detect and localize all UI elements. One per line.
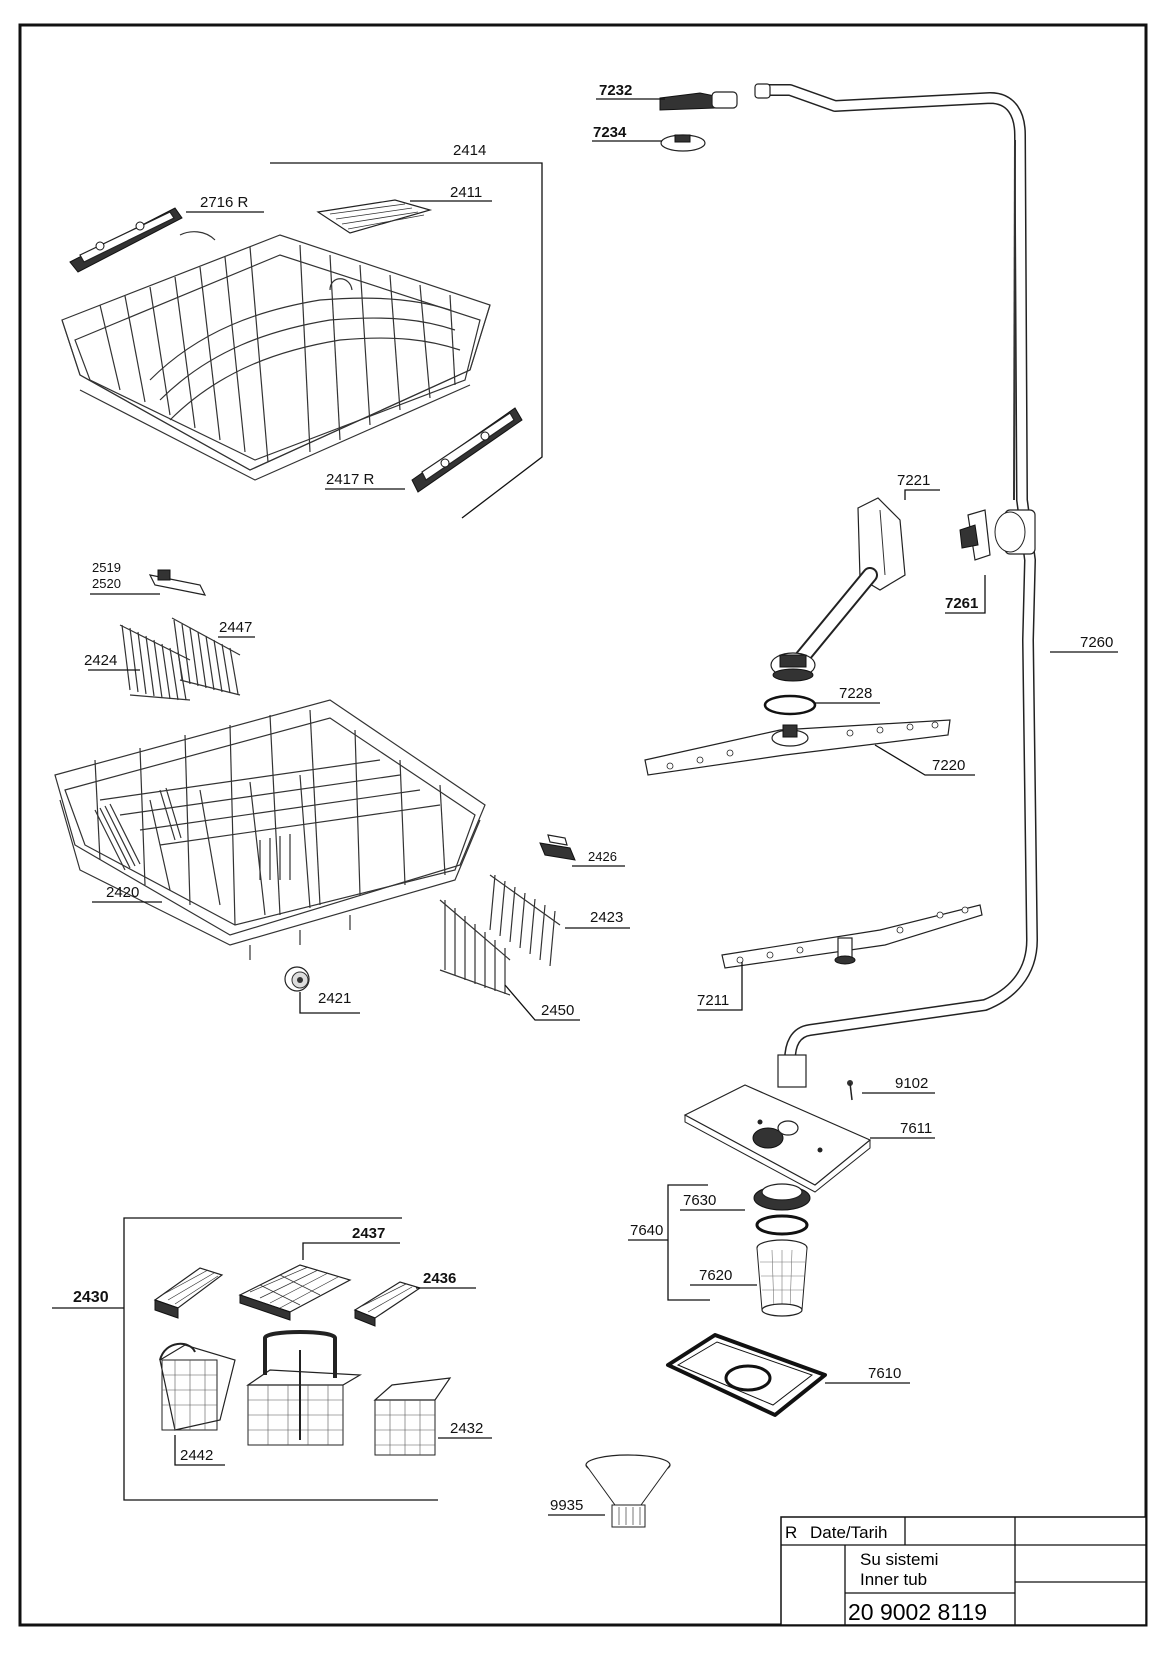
clip-2426 [539, 834, 576, 861]
clip-2519-2520 [148, 569, 207, 596]
water-system-group: 7232 7234 7260 7261 [548, 82, 1118, 1528]
label-7228: 7228 [839, 685, 872, 702]
label-2414: 2414 [453, 142, 486, 159]
label-2411: 2411 [450, 184, 482, 201]
label-2423: 2423 [590, 909, 623, 926]
drawing-name-tr: Su sistemi [860, 1550, 938, 1569]
salt-funnel-9935 [585, 1454, 671, 1528]
label-7211: 7211 [697, 992, 729, 1009]
label-7260: 7260 [1080, 634, 1113, 651]
cutlery-basket-2442 [159, 1342, 236, 1431]
lower-basket-group: 2519 2520 2424 2447 [54, 560, 630, 1021]
label-2424: 2424 [84, 652, 117, 669]
label-7630: 7630 [683, 1192, 716, 1209]
label-2426: 2426 [588, 849, 617, 864]
label-2436: 2436 [423, 1270, 456, 1287]
label-2437: 2437 [352, 1225, 385, 1242]
lower-spray-arm-7211 [721, 904, 983, 969]
label-7640: 7640 [630, 1222, 663, 1239]
label-2520: 2520 [92, 576, 121, 591]
upper-spray-arm-7220 [644, 719, 951, 776]
label-7221: 7221 [897, 472, 930, 489]
label-2430: 2430 [73, 1289, 109, 1306]
filter-housing-7630 [753, 1183, 811, 1236]
cutlery-basket-large [246, 1330, 363, 1446]
cutlery-lid-2436 [353, 1281, 422, 1327]
label-7620: 7620 [699, 1267, 732, 1284]
holder-7234 [660, 134, 706, 152]
label-7232: 7232 [599, 82, 632, 99]
label-2421: 2421 [318, 990, 351, 1007]
label-7261: 7261 [945, 595, 978, 612]
label-2417R: 2417 R [326, 471, 375, 488]
nozzle-7232 [659, 91, 738, 111]
clip-7261 [959, 509, 991, 561]
label-7610: 7610 [868, 1365, 901, 1382]
supply-pipe-7260 [754, 83, 1038, 1088]
label-2442: 2442 [180, 1447, 213, 1464]
label-9102: 9102 [895, 1075, 928, 1092]
upper-basket-group: 2414 2716 R 2411 2417 R [61, 142, 543, 519]
revision-mark: R [785, 1523, 797, 1542]
label-2432: 2432 [450, 1420, 483, 1437]
document-number: 20 9002 8119 [848, 1599, 987, 1625]
date-label: Date/Tarih [810, 1523, 887, 1542]
tine-rack-2450 [439, 899, 511, 996]
micro-filter-7620 [756, 1239, 808, 1317]
spray-arm-supply-7221 [770, 497, 906, 682]
wheel-2421 [284, 966, 310, 992]
cutlery-basket-group: 2430 2437 2436 [52, 1217, 492, 1501]
label-7234: 7234 [593, 124, 627, 141]
title-block: R Date/Tarih Su sistemi Inner tub 20 900… [780, 1516, 1147, 1626]
cutlery-lid-2437 [238, 1264, 352, 1321]
sump-cover-7611 [683, 1084, 872, 1193]
drawing-frame [18, 23, 1148, 1627]
cutlery-basket-2432 [373, 1377, 452, 1456]
label-2519: 2519 [92, 560, 121, 575]
upper-basket-2414 [61, 231, 491, 481]
screw-9102 [847, 1080, 853, 1101]
rack-rail-2716R [69, 207, 183, 273]
label-2447: 2447 [219, 619, 252, 636]
cutlery-lid-small [153, 1267, 224, 1319]
seal-ring-7228 [763, 694, 817, 716]
tine-rack-2423 [489, 874, 561, 967]
rack-rail-2417R [411, 407, 523, 493]
label-7220: 7220 [932, 757, 965, 774]
sump-gasket-7610 [666, 1333, 827, 1417]
cup-shelf-2411 [316, 199, 433, 234]
tine-rack-2447 [171, 617, 241, 696]
label-9935: 9935 [550, 1497, 583, 1514]
label-7611: 7611 [900, 1120, 932, 1137]
drawing-name-en: Inner tub [860, 1570, 927, 1589]
label-2450: 2450 [541, 1002, 574, 1019]
lower-basket-2420 [54, 699, 486, 960]
label-2420: 2420 [106, 884, 139, 901]
label-2716R: 2716 R [200, 194, 249, 211]
